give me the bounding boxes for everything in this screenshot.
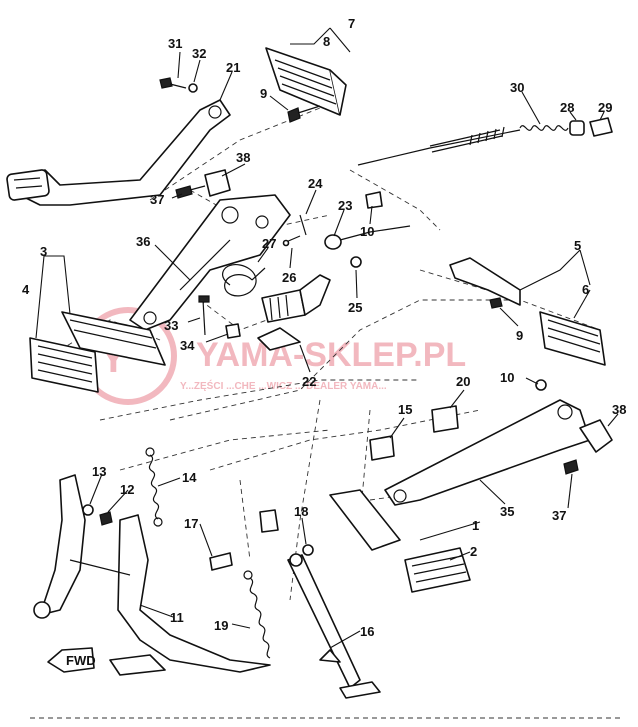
bracket-35: [384, 379, 613, 506]
callout-6: 6: [582, 282, 589, 297]
callout-5: 5: [574, 238, 581, 253]
callout-28: 28: [560, 100, 574, 115]
callout-9-top: 9: [260, 86, 267, 101]
callout-19: 19: [214, 618, 228, 633]
pedal-arm-21: [6, 77, 231, 206]
callout-labels: 31 32 21 7 8 9 30 28 29 38 37 24 23 10 3…: [22, 16, 626, 639]
callout-37-top: 37: [150, 192, 164, 207]
callout-23: 23: [338, 198, 352, 213]
callout-9-right: 9: [516, 328, 523, 343]
watermark: Y YAMA-SKLEP.PL Y...ZĘŚCI ...CHE ...WICZ…: [79, 307, 466, 405]
callout-18: 18: [294, 504, 308, 519]
callout-32: 32: [192, 46, 206, 61]
callout-37-right: 37: [552, 508, 566, 523]
bushing-38-top: [175, 169, 231, 199]
callout-7: 7: [348, 16, 355, 31]
spring-27: [222, 263, 266, 297]
side-stand-16: [287, 553, 381, 699]
callout-25: 25: [348, 300, 362, 315]
callout-11: 11: [170, 610, 184, 625]
brake-shaft-22: [257, 256, 362, 351]
pin-24: [299, 214, 307, 236]
callout-31: 31: [168, 36, 182, 51]
spring-19: [243, 570, 271, 659]
callout-36: 36: [136, 234, 150, 249]
callout-13: 13: [92, 464, 106, 479]
fwd-arrow: FWD: [47, 647, 96, 673]
callout-1: 1: [472, 518, 479, 533]
callout-22: 22: [302, 374, 316, 389]
watermark-main: YAMA-SKLEP.PL: [196, 336, 466, 374]
callout-26: 26: [282, 270, 296, 285]
callout-16: 16: [360, 624, 374, 639]
callout-3: 3: [40, 244, 47, 259]
callout-33: 33: [164, 318, 178, 333]
center-stand-11: [33, 474, 271, 676]
callout-38-right: 38: [612, 402, 626, 417]
callout-21: 21: [226, 60, 240, 75]
leader-lines: [35, 27, 619, 649]
callout-38-top: 38: [236, 150, 250, 165]
callout-12: 12: [120, 482, 134, 497]
footrest-rubber-8-top: [265, 47, 347, 123]
callout-10-top: 10: [360, 224, 374, 239]
callout-2: 2: [470, 544, 477, 559]
callout-29: 29: [598, 100, 612, 115]
brake-cable: [357, 117, 613, 166]
callout-10-right: 10: [500, 370, 514, 385]
callout-4: 4: [22, 282, 30, 297]
watermark-sub: Y...ZĘŚCI ...CHE ...WICZ ... DEALER YAMA…: [180, 379, 387, 392]
bolt-33: [198, 295, 241, 339]
callout-20: 20: [456, 374, 470, 389]
callout-14: 14: [182, 470, 197, 485]
callout-30: 30: [510, 80, 524, 95]
footrest-left: [29, 311, 166, 393]
pin-26: [282, 235, 301, 247]
callout-24: 24: [308, 176, 323, 191]
callout-35: 35: [500, 504, 514, 519]
callout-27: 27: [262, 236, 276, 251]
cable-end-23: [324, 191, 411, 250]
bracket-36: [129, 194, 291, 331]
callout-17: 17: [184, 516, 198, 531]
callout-8: 8: [323, 34, 330, 49]
footrest-lower: [329, 489, 471, 593]
footrest-right: [449, 257, 606, 366]
callout-15: 15: [398, 402, 412, 417]
spring-14: [145, 447, 163, 527]
fwd-label: FWD: [66, 653, 96, 668]
callout-34: 34: [180, 338, 195, 353]
small-parts: [82, 504, 314, 571]
rubber-block-20: [431, 405, 459, 433]
rubber-block-15: [369, 435, 395, 461]
